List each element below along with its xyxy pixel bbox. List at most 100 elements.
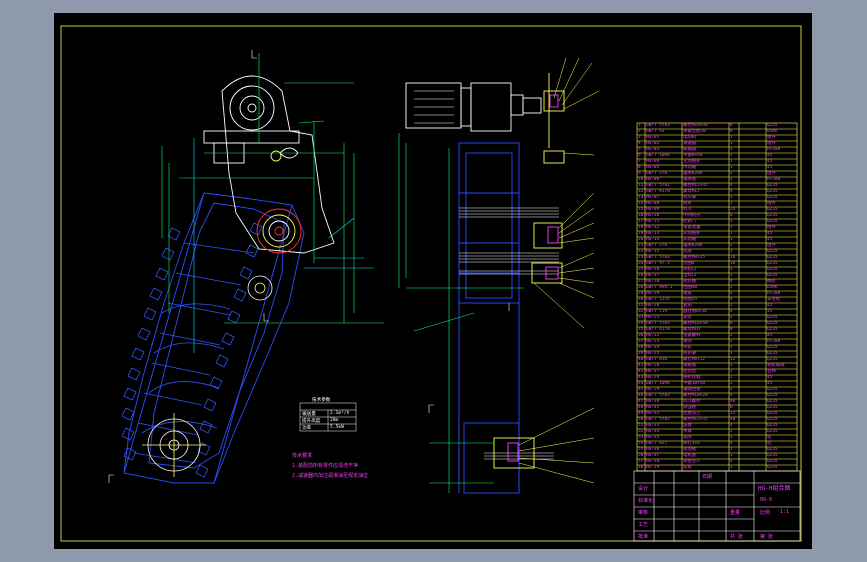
bom-cell: GB/T 5783 [646,393,670,398]
bom-cell: 轴承6206 [683,243,703,248]
bom-cell: 2 [730,285,733,290]
bom-cell: Q235 [767,207,778,212]
bom-cell: Q235 [767,453,778,458]
bom-cell: HG-15 [646,249,660,254]
bom-cell: HG-05 [646,165,660,170]
bom-cell: 45 [767,153,773,158]
bom-cell: 56 [638,453,644,458]
bom-cell: HG-26 [646,363,660,368]
bom-cell: 主动链轮 [683,159,701,164]
bom-cell: 22 [638,249,644,254]
bom-cell: GB/T 5782 [646,183,670,188]
bom-cell: GB/T 119 [646,309,668,314]
bom-cell: Q235 [767,357,778,362]
bom-cell: Q235 [767,459,778,464]
bom-cell: 2 [730,381,733,386]
bom-cell: 52 [638,429,644,434]
title-block-label-1: 设计 [638,486,649,492]
bom-cell: HG-27 [646,369,660,374]
bom-cell: 轴端挡板 [683,387,701,392]
bom-cell: 料斗螺栓 [683,399,701,404]
bom-cell: Q235 [767,387,778,392]
bom-cell: 1 [638,123,641,128]
bom-cell: Q235 [767,411,778,416]
bom-cell: 50 [638,417,644,422]
bom-cell: 挡圈40 [683,285,698,290]
bom-cell: 螺栓M12×45 [683,183,708,188]
bom-cell: 30 [638,297,644,302]
bom-cell: 检修门 [683,219,697,224]
bom-cell: 有机玻璃 [767,363,785,368]
bom-cell: 组件 [767,141,776,146]
bom-cell: 螺母M12 [683,189,700,194]
bom-cell: 32 [638,309,644,314]
bom-cell: 10 [638,177,644,182]
bom-cell: 减速器 [683,141,697,146]
bom-cell: 1 [730,453,733,458]
tension-wheel [247,275,273,301]
bom-cell: 1 [730,135,733,140]
bom-cell: HG-06 [646,177,660,182]
bom-cell: 圆柱销8×30 [683,309,707,314]
bom-cell: 底座 [683,249,692,254]
bom-cell: 螺栓M10×30 [683,123,708,128]
bom-cell: GB/T 5782 [646,417,670,422]
bom-cell: 45 [767,381,773,386]
bom-cell: 45 [767,303,773,308]
bom-cell: 16 [730,261,736,266]
params-row-1-name: 输送量 [302,412,316,417]
bom-cell: 支架 [683,315,692,320]
bom-cell: 弹簧垫圈10 [683,129,706,134]
bom-cell: 1 [730,363,733,368]
bom-cell: 44 [638,381,644,386]
notes-line-2: 2.减速器内加注润滑油至规定油位 [292,473,369,479]
bom-cell: 4 [730,441,733,446]
bom-cell: Q235 [767,429,778,434]
bom-cell: 15 [638,207,644,212]
title-block-label-8: 重量 [730,510,741,516]
bom-cell: 螺栓M8×25 [683,255,705,260]
bom-cell: 53 [638,435,644,440]
bom-cell: 1 [730,249,733,254]
bom-cell: 平键8×40 [683,153,703,158]
bom-cell: 65Mn [767,129,778,134]
bom-cell: GB/T 894.1 [646,285,673,290]
drawing-frame: 技术参数 输送量 2.1m³/h 提升高度 28m 功率 5.5kW 技术要求 … [54,13,812,549]
bom-cell: HG-32 [646,411,660,416]
bom-cell: 27 [638,279,644,284]
bom-cell: 45 [767,237,773,242]
bom-cell: 传动轴 [683,165,697,170]
title-block-label-3: 审核 [638,510,649,516]
bom-cell: HG-25 [646,351,660,356]
title-block-label-6: 日期 [702,474,713,480]
bom-cell: 55 [638,447,644,452]
drawing-scale: 1:1 [780,509,790,515]
bom-cell: 11 [638,183,644,188]
bom-cell: HG-17 [646,273,660,278]
bom-cell: GB/T 97.1 [646,261,670,266]
bom-cell: 16 [638,213,644,218]
params-row-2-name: 提升高度 [302,419,321,424]
bom-cell: 链轮轮毂 [683,375,701,380]
bom-cell: 轴承座 [683,177,697,182]
bom-cell: 加强板 [683,405,697,410]
bom-cell: GB/T 5783 [646,321,670,326]
